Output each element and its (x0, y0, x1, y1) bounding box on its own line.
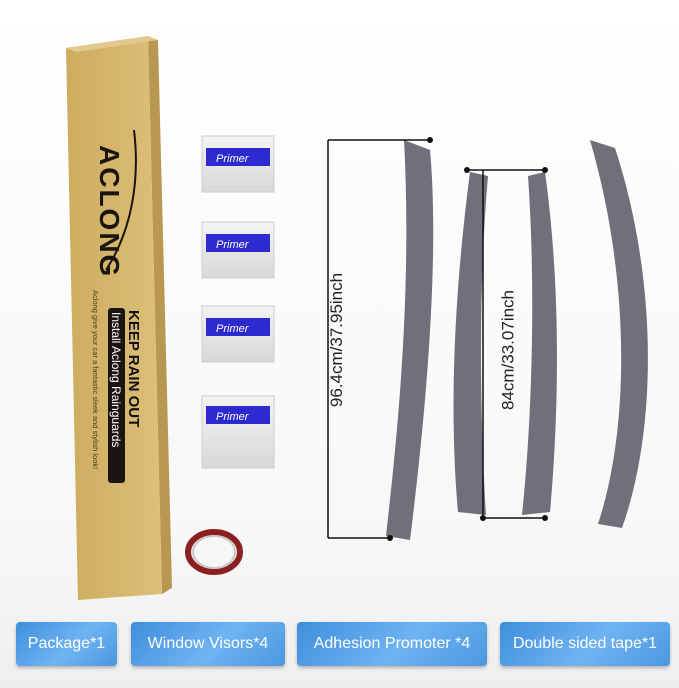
package-box: ACLONG KEEP RAIN OUT Install Aclong Rain… (66, 36, 172, 600)
svg-text:Primer: Primer (216, 239, 250, 251)
long-visor-dimension: 96.4cm/37.95inch (327, 272, 346, 408)
box-headline: KEEP RAIN OUT (125, 310, 142, 427)
double-sided-tape (185, 529, 243, 575)
svg-text:ACLONG: ACLONG (94, 145, 125, 278)
primer-packets: Primer Primer Primer Primer (201, 135, 275, 469)
tag-adhesion-promoter: Adhesion Promoter *4 (297, 622, 487, 666)
dimension-lines (327, 139, 545, 539)
svg-text:Primer: Primer (216, 323, 250, 335)
brand-logo: ACLONG (94, 129, 137, 278)
box-tagline: Aclong give your car a fantastic sleek a… (91, 290, 100, 469)
short-visor-dimension: 84cm/33.07inch (498, 289, 518, 411)
tag-package: Package*1 (16, 622, 117, 666)
window-visors (386, 140, 648, 540)
svg-text:Primer: Primer (216, 411, 250, 423)
svg-text:Primer: Primer (216, 153, 250, 165)
tag-window-visors: Window Visors*4 (131, 622, 285, 666)
tag-double-sided-tape: Double sided tape*1 (500, 622, 670, 666)
box-subheadline: Install Aclong Rainguards (109, 312, 123, 447)
